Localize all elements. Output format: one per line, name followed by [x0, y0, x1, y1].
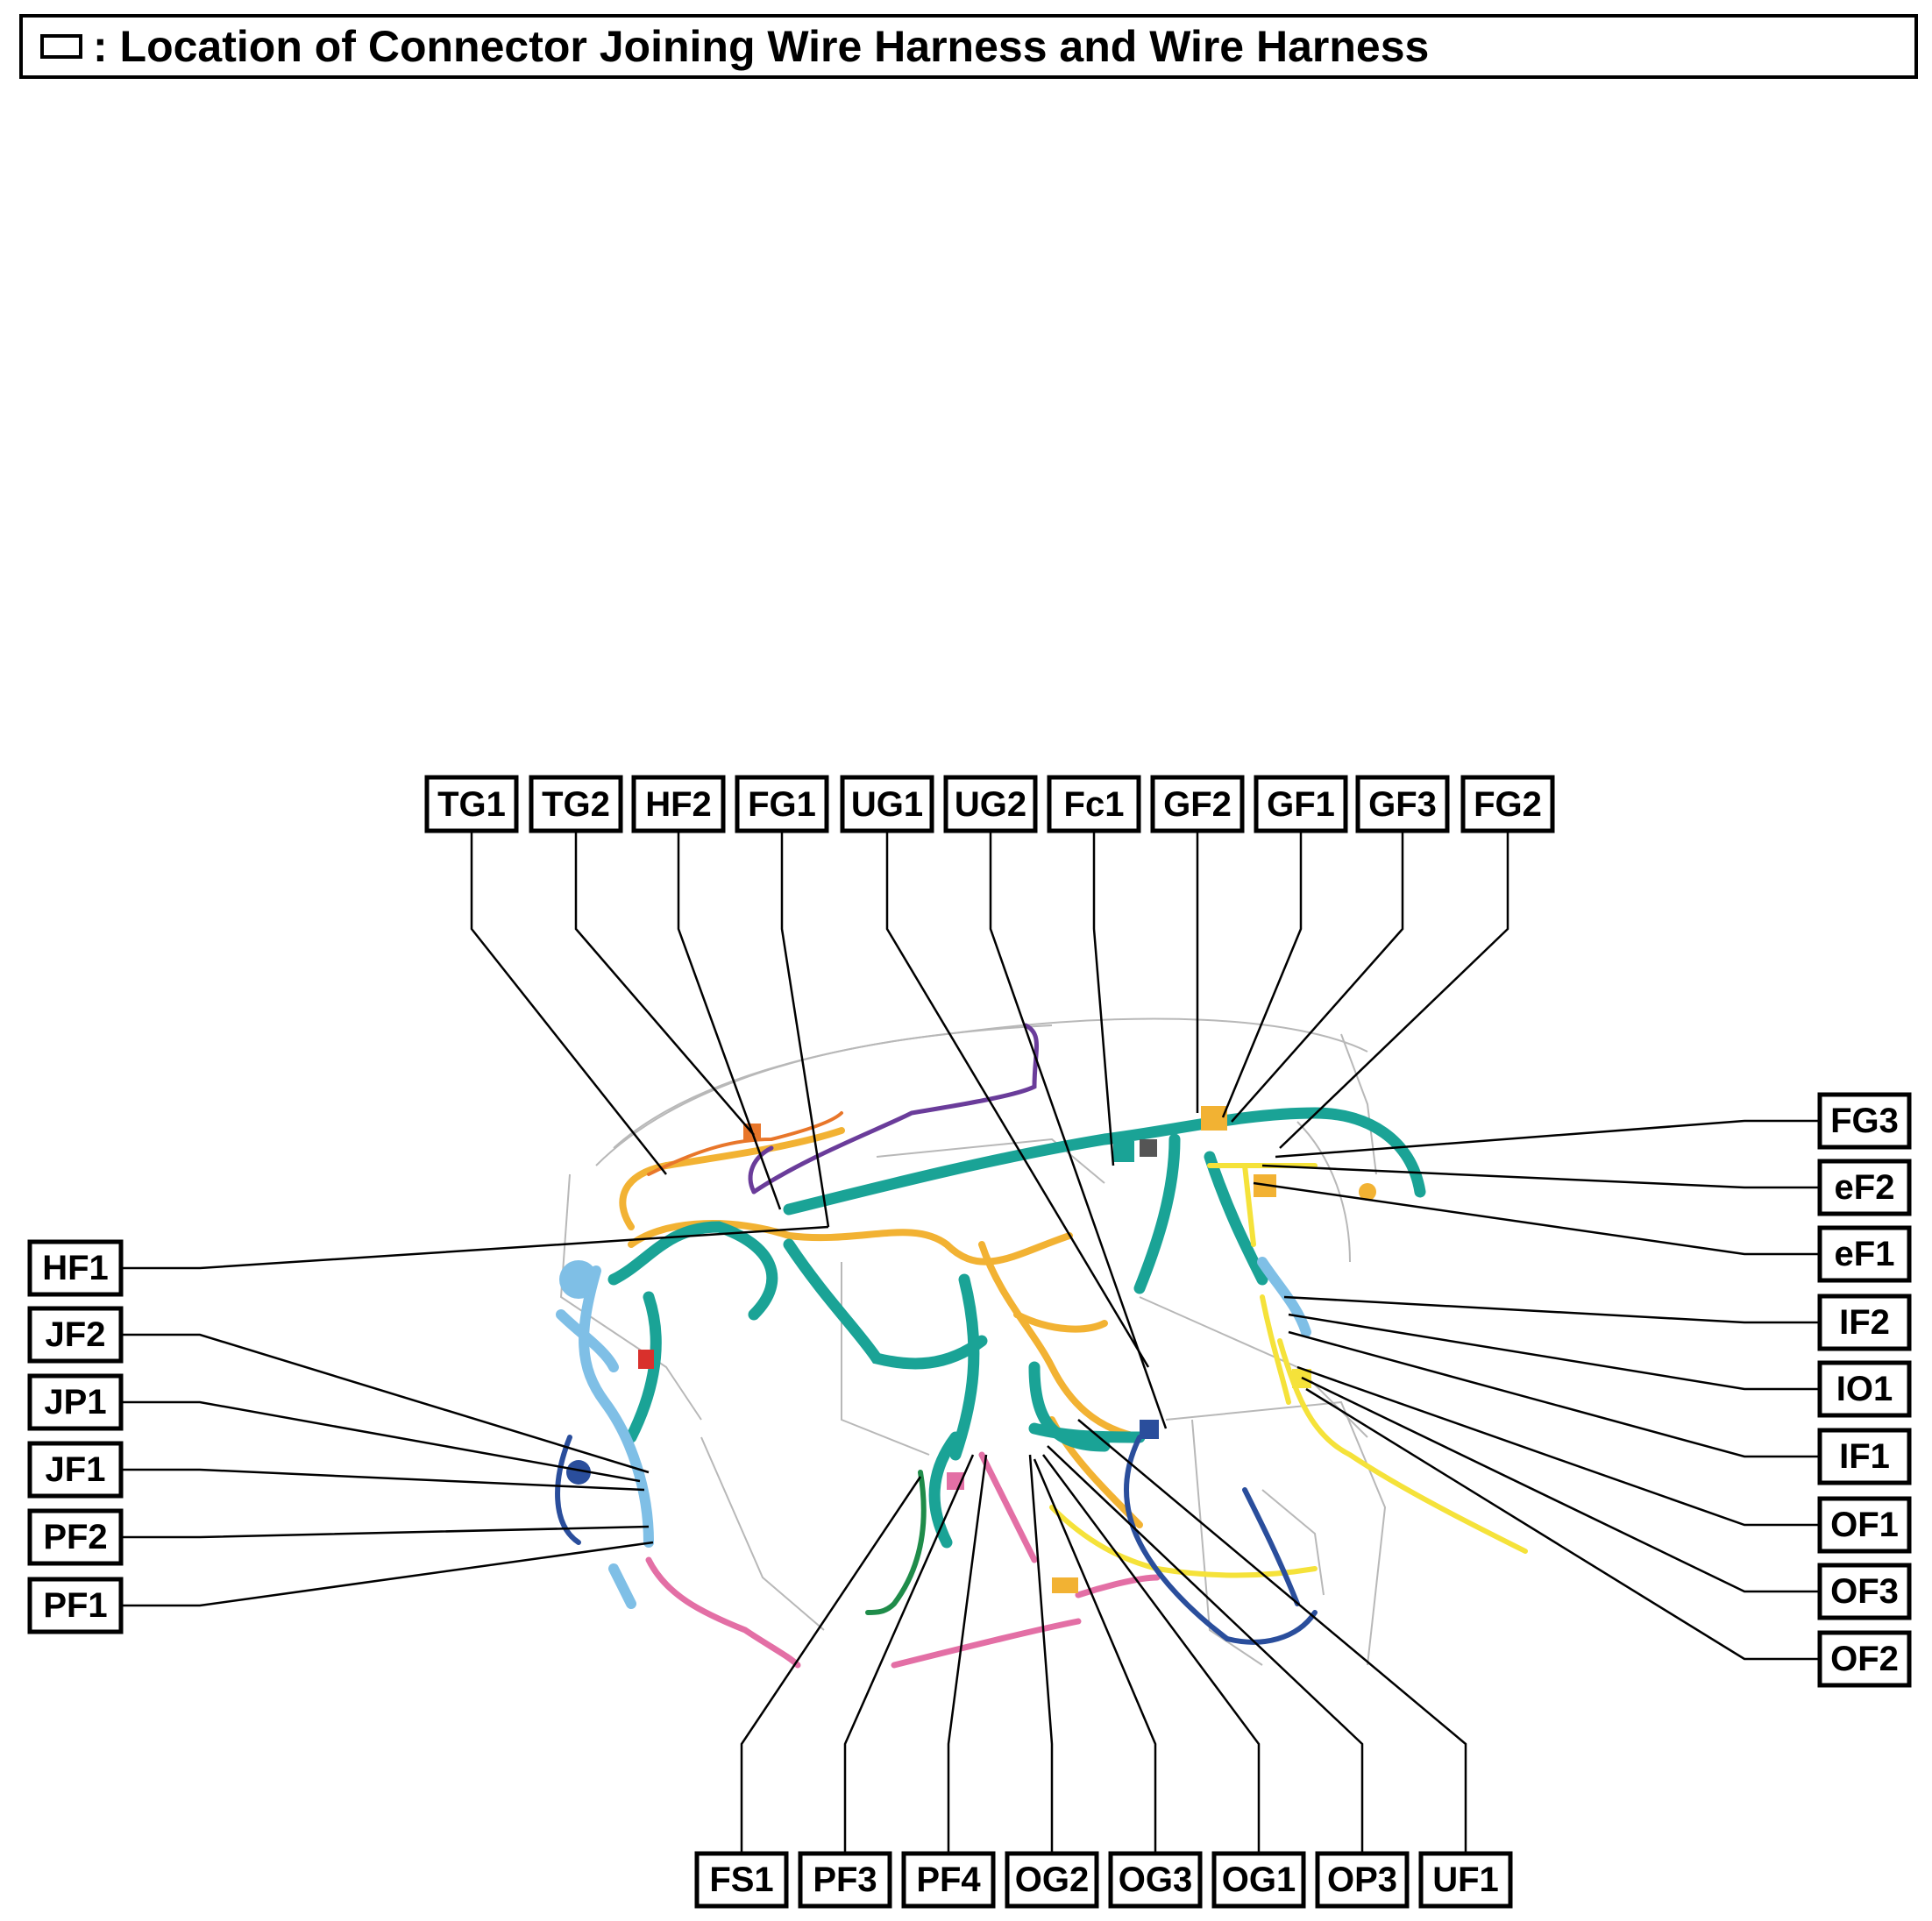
connector-label-if1: IF1	[1817, 1428, 1912, 1485]
svg-text:OG1: OG1	[1222, 1861, 1296, 1899]
connector-label-og1: OG1	[1211, 1851, 1306, 1909]
connector-label-ef1: eF1	[1817, 1225, 1912, 1283]
harness-purple	[748, 1023, 1039, 1194]
connector-label-if2: IF2	[1817, 1294, 1912, 1351]
svg-text:TG2: TG2	[542, 785, 610, 824]
connector-label-pf4: PF4	[901, 1851, 996, 1909]
svg-text:UF1: UF1	[1432, 1861, 1499, 1899]
connector-label-jp1: JP1	[27, 1373, 124, 1431]
svg-text:FG2: FG2	[1474, 785, 1542, 824]
connector-label-of3: OF3	[1817, 1563, 1912, 1620]
harness-pink	[645, 1451, 1161, 1669]
bottom-labels: FS1 PF3 PF4 OG2 OG3 OG1 OP3 UF1	[694, 1851, 1513, 1909]
connector-label-fs1: FS1	[694, 1851, 789, 1909]
harness-green	[865, 1470, 927, 1615]
svg-text:OF2: OF2	[1830, 1640, 1899, 1678]
svg-text:IO1: IO1	[1836, 1370, 1893, 1408]
connector-label-io1: IO1	[1817, 1360, 1912, 1418]
connector-label-hf2: HF2	[631, 775, 726, 833]
svg-text:IF2: IF2	[1839, 1303, 1890, 1342]
svg-text:GF1: GF1	[1267, 785, 1335, 824]
svg-text:FS1: FS1	[709, 1861, 773, 1899]
svg-text:PF1: PF1	[43, 1586, 107, 1625]
connector-label-jf1: JF1	[27, 1441, 124, 1499]
svg-text:TG1: TG1	[437, 785, 506, 824]
connector-label-fg1: FG1	[735, 775, 829, 833]
svg-text:PF4: PF4	[916, 1861, 981, 1899]
connector-label-op3: OP3	[1315, 1851, 1410, 1909]
svg-text:GF2: GF2	[1163, 785, 1232, 824]
connector-label-fg2: FG2	[1460, 775, 1555, 833]
connector-label-ug2: UG2	[943, 775, 1038, 833]
svg-text:UG1: UG1	[851, 785, 923, 824]
svg-text:UG2: UG2	[955, 785, 1026, 824]
svg-text:JP1: JP1	[44, 1383, 106, 1421]
svg-text:GF3: GF3	[1368, 785, 1437, 824]
svg-text:HF2: HF2	[645, 785, 712, 824]
svg-text:OF1: OF1	[1830, 1506, 1899, 1544]
connector-label-og2: OG2	[1005, 1851, 1099, 1909]
title-bar: : Location of Connector Joining Wire Har…	[19, 14, 1918, 79]
svg-text:OG2: OG2	[1015, 1861, 1089, 1899]
connector-label-of2: OF2	[1817, 1630, 1912, 1688]
svg-text:PF2: PF2	[43, 1518, 107, 1556]
svg-text:eF2: eF2	[1835, 1168, 1895, 1207]
leader-lines	[121, 831, 1820, 1854]
harness-teal	[607, 1107, 1426, 1549]
connector-label-gf2: GF2	[1150, 775, 1245, 833]
left-labels: HF1 JF2 JP1 JF1 PF2 PF1	[27, 1239, 124, 1634]
svg-text:PF3: PF3	[813, 1861, 877, 1899]
svg-text:FG1: FG1	[748, 785, 816, 824]
connector-label-tg1: TG1	[424, 775, 519, 833]
right-labels: FG3 eF2 eF1 IF2 IO1 IF1 OF1 OF3 OF2	[1817, 1092, 1912, 1688]
harness-orange-red	[647, 1111, 843, 1176]
svg-text:JF2: JF2	[46, 1315, 106, 1354]
svg-text:OP3: OP3	[1327, 1861, 1397, 1899]
connector-label-ef2: eF2	[1817, 1159, 1912, 1216]
connector-label-gf3: GF3	[1355, 775, 1450, 833]
connector-symbol-icon	[40, 34, 82, 59]
connector-label-pf1: PF1	[27, 1577, 124, 1634]
harness-navy	[555, 1435, 1318, 1645]
connector-label-hf1: HF1	[27, 1239, 124, 1297]
connector-label-pf2: PF2	[27, 1508, 124, 1566]
connector-label-ug1: UG1	[840, 775, 934, 833]
svg-text:OG3: OG3	[1119, 1861, 1192, 1899]
svg-text:HF1: HF1	[42, 1249, 109, 1287]
connector-label-fg3: FG3	[1817, 1092, 1912, 1150]
svg-text:JF1: JF1	[46, 1450, 106, 1489]
harness-light-blue	[556, 1257, 1311, 1609]
connector-blocks	[559, 1106, 1376, 1593]
svg-text:eF1: eF1	[1835, 1235, 1895, 1273]
connector-label-of1: OF1	[1817, 1496, 1912, 1554]
svg-text:OF3: OF3	[1830, 1572, 1899, 1611]
connector-label-fc1: Fc1	[1047, 775, 1141, 833]
connector-label-jf2: JF2	[27, 1306, 124, 1364]
svg-text:IF1: IF1	[1839, 1437, 1890, 1476]
harness-yellow	[1049, 1163, 1528, 1578]
connector-label-pf3: PF3	[798, 1851, 892, 1909]
connector-label-gf1: GF1	[1254, 775, 1348, 833]
connector-label-uf1: UF1	[1418, 1851, 1513, 1909]
page-title: : Location of Connector Joining Wire Har…	[93, 22, 1430, 71]
top-labels: TG1 TG2 HF2 FG1 UG1 UG2 Fc1 GF2 GF1 GF3 …	[424, 775, 1555, 833]
connector-label-tg2: TG2	[529, 775, 623, 833]
svg-text:FG3: FG3	[1830, 1102, 1899, 1140]
svg-text:Fc1: Fc1	[1064, 785, 1125, 824]
connector-label-og3: OG3	[1108, 1851, 1203, 1909]
